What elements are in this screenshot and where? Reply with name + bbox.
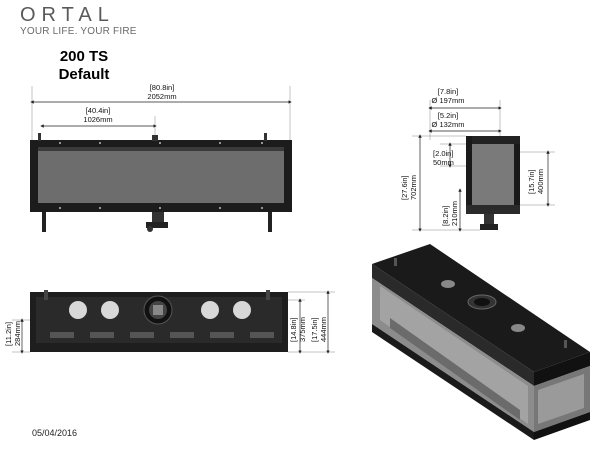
- top-outer-in: [17.5in]: [310, 317, 319, 342]
- model-title: 200 TS Default: [44, 48, 124, 84]
- side-top-mm: 50mm: [433, 158, 454, 167]
- front-view: [80.8in] 2052mm [40.4in] 1026mm: [30, 83, 292, 232]
- top-outer-mm: 444mm: [319, 317, 328, 342]
- top-left-mm: 284mm: [13, 321, 22, 346]
- top-inner-in: [14.8in]: [289, 317, 298, 342]
- side-flue-inner-in: [5.2in]: [438, 111, 458, 120]
- side-flue-outer-mm: Ø 197mm: [432, 96, 465, 105]
- side-total-mm: 702mm: [409, 175, 418, 200]
- side-top-in: [2.0in]: [433, 149, 453, 158]
- side-total-in: [27.6in]: [400, 175, 409, 200]
- front-half-mm: 1026mm: [83, 115, 112, 124]
- side-flue-inner-mm: Ø 132mm: [432, 120, 465, 129]
- top-left-in: [11.2in]: [4, 322, 13, 346]
- side-bottom-mm: 210mm: [450, 201, 459, 226]
- side-glass-mm: 400mm: [536, 169, 545, 194]
- logo-tagline: YOUR LIFE. YOUR FIRE: [20, 26, 137, 37]
- ortal-logo: ORTAL YOUR LIFE. YOUR FIRE: [20, 4, 142, 37]
- top-view: [11.2in] 284mm [14.8in] 375mm [17.5in] 4…: [4, 290, 335, 354]
- drawing-date: 05/04/2016: [32, 428, 78, 438]
- top-inner-mm: 375mm: [298, 317, 307, 342]
- front-width-in: [80.8in]: [150, 83, 175, 92]
- logo-wordmark: ORTAL: [20, 4, 115, 26]
- front-width-mm: 2052mm: [147, 92, 176, 101]
- side-flue-outer-in: [7.8in]: [438, 87, 458, 96]
- side-view: [7.8in] Ø 197mm [5.2in] Ø 132mm [2.0in] …: [400, 87, 555, 232]
- isometric-view: [372, 244, 590, 440]
- model-name: 200 TS: [59, 48, 109, 65]
- model-variant: Default: [58, 66, 110, 83]
- side-bottom-in: [8.2in]: [441, 206, 450, 226]
- side-glass-in: [15.7in]: [527, 169, 536, 194]
- front-half-in: [40.4in]: [86, 106, 111, 115]
